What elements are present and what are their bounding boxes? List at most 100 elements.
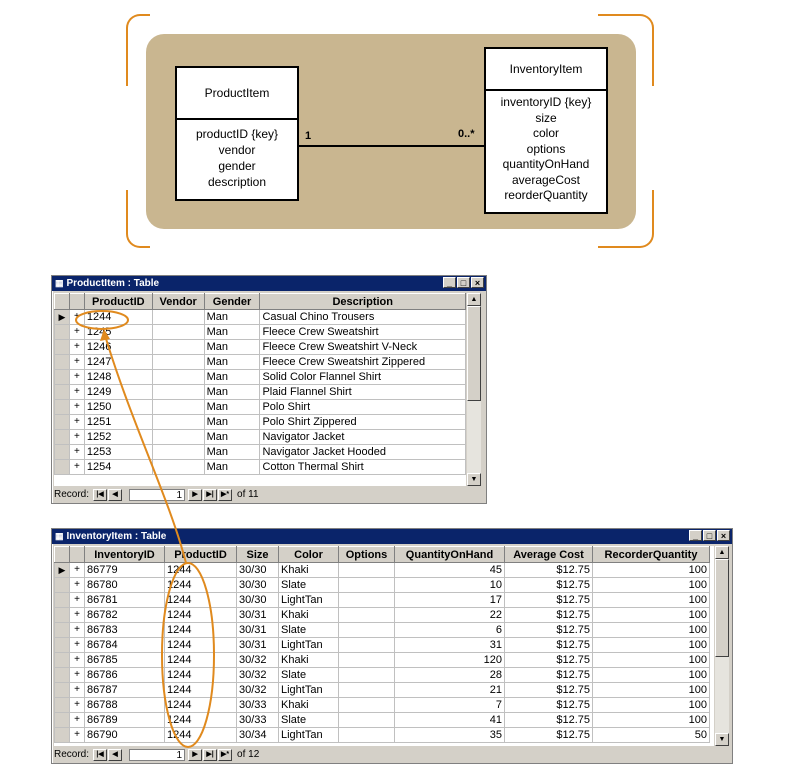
expand-row-icon[interactable]: + <box>69 652 85 668</box>
column-header[interactable]: InventoryID <box>84 546 165 563</box>
table-cell[interactable]: 120 <box>394 652 505 668</box>
table-cell[interactable] <box>338 727 395 743</box>
table-cell[interactable]: $12.75 <box>504 697 593 713</box>
expand-row-icon[interactable]: + <box>69 607 85 623</box>
table-cell[interactable]: Khaki <box>278 697 339 713</box>
table-cell[interactable]: 86785 <box>84 652 165 668</box>
table-cell[interactable]: 21 <box>394 682 505 698</box>
expand-row-icon[interactable]: + <box>68 444 85 460</box>
table-cell[interactable]: 86783 <box>84 622 165 638</box>
row-selector[interactable] <box>54 637 70 653</box>
table-cell[interactable]: Man <box>203 459 261 475</box>
first-record-icon[interactable]: |◀ <box>93 748 108 761</box>
table-cell[interactable]: 1245 <box>83 324 153 340</box>
table-cell[interactable]: LightTan <box>278 682 339 698</box>
column-header[interactable]: Average Cost <box>504 546 593 563</box>
row-selector[interactable] <box>54 324 70 340</box>
expand-row-icon[interactable]: + <box>68 339 85 355</box>
column-header[interactable]: ProductID <box>83 293 153 310</box>
table-cell[interactable]: 1247 <box>83 354 153 370</box>
new-record-icon[interactable]: ▶* <box>218 748 233 761</box>
table-cell[interactable]: Solid Color Flannel Shirt <box>259 369 466 385</box>
table-cell[interactable]: 100 <box>592 697 710 713</box>
table-cell[interactable] <box>338 637 395 653</box>
table-cell[interactable]: 50 <box>592 727 710 743</box>
table-cell[interactable]: 30/30 <box>236 577 279 593</box>
table-cell[interactable]: 100 <box>592 577 710 593</box>
close-button[interactable]: × <box>471 277 484 288</box>
expand-row-icon[interactable]: + <box>69 562 85 578</box>
record-number-field[interactable]: 1 <box>129 488 186 501</box>
table-cell[interactable]: Fleece Crew Sweatshirt <box>259 324 466 340</box>
table-cell[interactable] <box>338 577 395 593</box>
table-cell[interactable]: 30/31 <box>236 622 279 638</box>
table-cell[interactable]: 30/31 <box>236 637 279 653</box>
product-vertical-scrollbar[interactable]: ▲ ▼ <box>466 293 481 486</box>
table-cell[interactable]: 1244 <box>164 577 237 593</box>
table-cell[interactable]: Cotton Thermal Shirt <box>259 459 466 475</box>
table-cell[interactable]: $12.75 <box>504 727 593 743</box>
table-cell[interactable]: 100 <box>592 682 710 698</box>
expand-row-icon[interactable]: + <box>68 414 85 430</box>
row-selector[interactable] <box>54 444 70 460</box>
table-cell[interactable]: $12.75 <box>504 712 593 728</box>
table-cell[interactable]: Fleece Crew Sweatshirt Zippered <box>259 354 466 370</box>
table-cell[interactable]: 86782 <box>84 607 165 623</box>
table-cell[interactable]: 100 <box>592 712 710 728</box>
table-cell[interactable] <box>151 399 205 415</box>
column-header[interactable]: Size <box>236 546 279 563</box>
table-cell[interactable]: 1244 <box>164 622 237 638</box>
table-cell[interactable]: 100 <box>592 562 710 578</box>
maximize-button[interactable]: □ <box>457 277 470 288</box>
column-header[interactable]: QuantityOnHand <box>394 546 505 563</box>
column-header[interactable]: ProductID <box>164 546 237 563</box>
table-cell[interactable]: 100 <box>592 637 710 653</box>
table-cell[interactable] <box>151 444 205 460</box>
table-cell[interactable]: Polo Shirt <box>259 399 466 415</box>
table-cell[interactable]: 28 <box>394 667 505 683</box>
table-cell[interactable] <box>151 384 205 400</box>
column-header[interactable]: Gender <box>203 293 261 310</box>
table-cell[interactable]: $12.75 <box>504 577 593 593</box>
table-cell[interactable]: 1244 <box>164 592 237 608</box>
minimize-button[interactable]: _ <box>689 530 702 541</box>
table-cell[interactable]: 86786 <box>84 667 165 683</box>
table-cell[interactable] <box>151 324 205 340</box>
table-cell[interactable]: 1244 <box>164 712 237 728</box>
row-selector[interactable] <box>54 577 70 593</box>
table-cell[interactable]: 1244 <box>164 637 237 653</box>
table-cell[interactable]: 30/32 <box>236 682 279 698</box>
table-cell[interactable]: $12.75 <box>504 652 593 668</box>
expand-row-icon[interactable]: + <box>69 712 85 728</box>
table-cell[interactable]: Slate <box>278 712 339 728</box>
inventory-vertical-scrollbar[interactable]: ▲ ▼ <box>714 546 729 746</box>
table-cell[interactable]: 1244 <box>164 652 237 668</box>
table-cell[interactable]: 6 <box>394 622 505 638</box>
table-cell[interactable]: 1249 <box>83 384 153 400</box>
expand-row-icon[interactable]: + <box>68 369 85 385</box>
table-cell[interactable]: 1244 <box>164 607 237 623</box>
table-cell[interactable]: Man <box>203 429 261 445</box>
next-record-icon[interactable]: ▶ <box>188 748 203 761</box>
table-cell[interactable]: 10 <box>394 577 505 593</box>
table-cell[interactable]: 1250 <box>83 399 153 415</box>
record-number-field[interactable]: 1 <box>129 748 186 761</box>
column-header[interactable]: RecorderQuantity <box>592 546 710 563</box>
previous-record-icon[interactable]: ◀ <box>108 748 123 761</box>
table-cell[interactable]: 17 <box>394 592 505 608</box>
table-cell[interactable]: 1244 <box>164 682 237 698</box>
table-cell[interactable]: Khaki <box>278 607 339 623</box>
table-cell[interactable]: 30/30 <box>236 562 279 578</box>
row-selector[interactable] <box>54 712 70 728</box>
expand-row-icon[interactable]: + <box>69 592 85 608</box>
next-record-icon[interactable]: ▶ <box>188 488 203 501</box>
row-selector[interactable] <box>54 652 70 668</box>
